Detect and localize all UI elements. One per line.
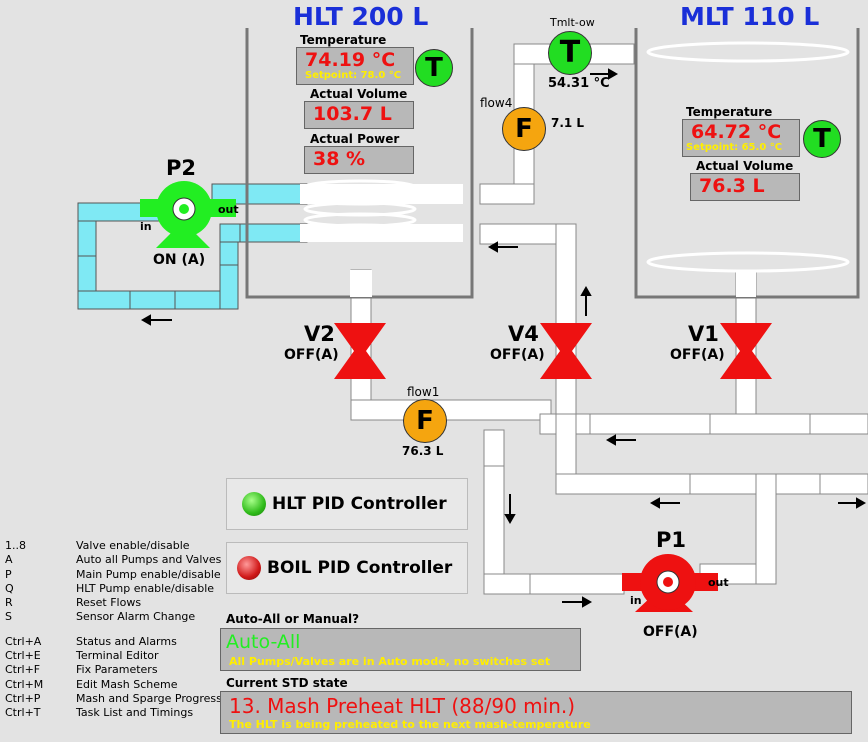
shortcut-desc: Fix Parameters bbox=[76, 663, 158, 677]
mode-label: Auto-All or Manual? bbox=[226, 612, 360, 626]
pump-p1-graphic[interactable] bbox=[622, 554, 718, 612]
valve-v4-name: V4 bbox=[508, 322, 539, 346]
mode-description: All Pumps/Valves are in Auto mode, no sw… bbox=[229, 655, 551, 668]
flow4-value: 7.1 L bbox=[551, 116, 585, 130]
valve-v1-name: V1 bbox=[688, 322, 719, 346]
shortcut-desc: Reset Flows bbox=[76, 596, 142, 610]
shortcut-key: Ctrl+E bbox=[5, 649, 41, 663]
hlt-power-label: Actual Power bbox=[310, 132, 400, 146]
shortcut-key: Ctrl+A bbox=[5, 634, 42, 648]
valve-v1-state[interactable]: OFF(A) bbox=[670, 347, 725, 363]
valve-v4-graphic bbox=[540, 323, 592, 379]
flow4-sensor-icon: F bbox=[502, 107, 546, 151]
shortcut-desc: Status and Alarms bbox=[76, 634, 177, 648]
flow-arrows bbox=[140, 68, 867, 608]
mlt-volume-label: Actual Volume bbox=[696, 159, 794, 173]
std-state-box: 13. Mash Preheat HLT (88/90 min.) The HL… bbox=[220, 691, 852, 734]
shortcut-desc: Task List and Timings bbox=[76, 706, 194, 720]
pump-p1-in-label: in bbox=[630, 594, 642, 607]
shortcut-key: Ctrl+T bbox=[5, 706, 41, 720]
mlt-title: MLT 110 L bbox=[680, 2, 820, 31]
hlt-power-value: 38 % bbox=[313, 148, 366, 170]
hlt-temp-label: Temperature bbox=[300, 33, 387, 47]
shortcut-key: R bbox=[5, 596, 13, 610]
loop-joints bbox=[78, 255, 238, 309]
valve-v1-graphic bbox=[720, 323, 772, 379]
std-state-label: Current STD state bbox=[226, 676, 348, 690]
shortcut-key: Ctrl+F bbox=[5, 663, 41, 677]
hlt-pid-status-led-icon bbox=[242, 492, 266, 516]
shortcut-key: Ctrl+M bbox=[5, 677, 44, 691]
flow4-label: flow4 bbox=[480, 96, 513, 110]
hlt-volume-value: 103.7 L bbox=[313, 103, 392, 125]
mlt-setpoint: Setpoint: 65.0 °C bbox=[686, 142, 783, 153]
shortcut-key: Ctrl+P bbox=[5, 691, 41, 705]
mlt-temp-sensor-icon: T bbox=[803, 120, 841, 158]
mlt-temp-label: Temperature bbox=[686, 105, 773, 119]
tmlt-sensor-icon: T bbox=[548, 31, 592, 75]
tmlt-label: Tmlt-ow bbox=[550, 16, 595, 29]
shortcut-key: P bbox=[5, 567, 12, 581]
pump-p2-in-label: in bbox=[140, 220, 152, 233]
shortcut-descriptions: Valve enable/disable Auto all Pumps and … bbox=[76, 539, 222, 721]
flow1-sensor-icon: F bbox=[403, 399, 447, 443]
hlt-temp-sensor-icon: T bbox=[415, 49, 453, 87]
pump-p2-out-label: out bbox=[218, 203, 239, 216]
valve-v2-graphic bbox=[334, 323, 386, 379]
hlt-vessel bbox=[245, 28, 474, 299]
shortcut-key: S bbox=[5, 610, 12, 624]
shortcut-key: A bbox=[5, 553, 13, 567]
std-state-description: The HLT is being preheated to the next m… bbox=[229, 718, 591, 731]
hlt-setpoint: Setpoint: 78.0 °C bbox=[305, 70, 402, 81]
hlt-pid-controller-button[interactable]: HLT PID Controller bbox=[226, 478, 468, 530]
hlt-volume-label: Actual Volume bbox=[310, 87, 408, 101]
mode-status-box: Auto-All All Pumps/Valves are in Auto mo… bbox=[220, 628, 581, 671]
valve-v2-state[interactable]: OFF(A) bbox=[284, 347, 339, 363]
flow1-value: 76.3 L bbox=[402, 444, 444, 458]
hlt-title: HLT 200 L bbox=[293, 2, 429, 31]
hlt-pid-label: HLT PID Controller bbox=[272, 494, 447, 514]
hlt-power-box: 38 % bbox=[304, 146, 414, 174]
valve-v2-name: V2 bbox=[304, 322, 335, 346]
pump-p1-name: P1 bbox=[656, 528, 687, 552]
boil-pid-status-led-icon bbox=[237, 556, 261, 580]
hlt-temp-value: 74.19 °C bbox=[305, 49, 396, 71]
tmlt-value: 54.31 °C bbox=[548, 76, 610, 91]
shortcut-desc: Valve enable/disable bbox=[76, 539, 190, 552]
shortcut-desc: Auto all Pumps and Valves bbox=[76, 553, 222, 567]
shortcut-keys: 1..8 A P Q R S Ctrl+A Ctrl+E Ctrl+F Ctrl… bbox=[5, 539, 43, 721]
shortcut-desc: Mash and Sparge Progress bbox=[76, 691, 222, 705]
mlt-temp-box: 64.72 °C Setpoint: 65.0 °C bbox=[682, 119, 800, 157]
pump-p1-state[interactable]: OFF(A) bbox=[643, 624, 698, 640]
mlt-volume-box: 76.3 L bbox=[690, 173, 800, 201]
shortcut-desc: Main Pump enable/disable bbox=[76, 567, 221, 581]
shortcut-desc: Sensor Alarm Change bbox=[76, 610, 196, 624]
pump-p1-out-label: out bbox=[708, 576, 729, 589]
hlt-volume-box: 103.7 L bbox=[304, 101, 414, 129]
mlt-volume-value: 76.3 L bbox=[699, 175, 765, 197]
mlt-temp-value: 64.72 °C bbox=[691, 121, 782, 143]
shortcut-desc: Terminal Editor bbox=[76, 649, 159, 663]
boil-pid-controller-button[interactable]: BOIL PID Controller bbox=[226, 542, 468, 594]
shortcut-key: Q bbox=[5, 581, 14, 595]
valve-v4-state[interactable]: OFF(A) bbox=[490, 347, 545, 363]
valve-graphics bbox=[334, 323, 772, 379]
hlt-temp-box: 74.19 °C Setpoint: 78.0 °C bbox=[296, 47, 414, 85]
std-state-value: 13. Mash Preheat HLT (88/90 min.) bbox=[229, 694, 576, 718]
flow1-label: flow1 bbox=[407, 385, 440, 399]
pump-p2-name: P2 bbox=[166, 156, 197, 180]
mode-value: Auto-All bbox=[226, 631, 301, 653]
shortcut-desc: HLT Pump enable/disable bbox=[76, 581, 215, 595]
boil-pid-label: BOIL PID Controller bbox=[267, 558, 453, 578]
shortcut-key: 1..8 bbox=[5, 539, 26, 552]
pump-p2-graphic[interactable] bbox=[140, 181, 236, 248]
mlt-vessel bbox=[634, 28, 860, 299]
shortcut-desc: Edit Mash Scheme bbox=[76, 677, 178, 691]
pump-p2-state[interactable]: ON (A) bbox=[153, 252, 206, 268]
